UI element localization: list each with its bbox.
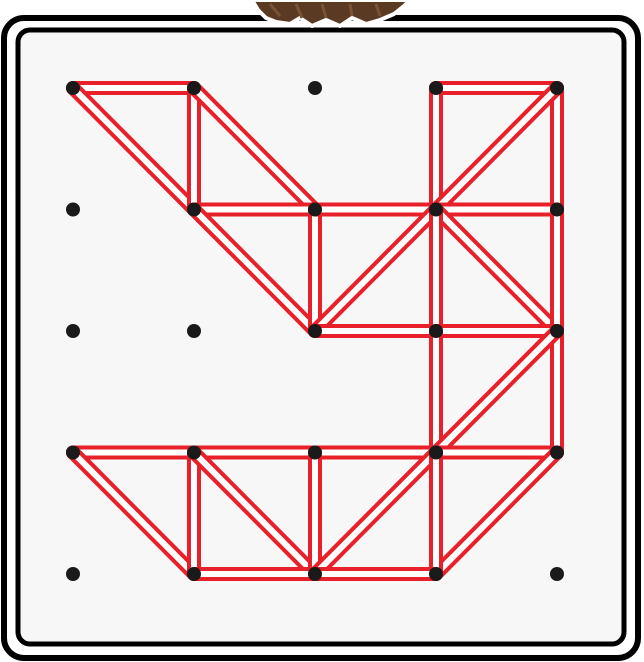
peg[interactable] — [429, 324, 443, 338]
peg[interactable] — [187, 203, 201, 217]
peg[interactable] — [308, 446, 322, 460]
peg[interactable] — [550, 567, 564, 581]
peg[interactable] — [308, 81, 322, 95]
peg[interactable] — [66, 81, 80, 95]
peg[interactable] — [308, 203, 322, 217]
peg[interactable] — [187, 446, 201, 460]
peg[interactable] — [308, 567, 322, 581]
peg[interactable] — [550, 81, 564, 95]
peg[interactable] — [66, 203, 80, 217]
peg[interactable] — [550, 446, 564, 460]
peg[interactable] — [187, 567, 201, 581]
peg[interactable] — [66, 567, 80, 581]
peg[interactable] — [429, 446, 443, 460]
peg[interactable] — [429, 567, 443, 581]
peg[interactable] — [429, 81, 443, 95]
peg[interactable] — [429, 203, 443, 217]
peg[interactable] — [550, 203, 564, 217]
peg[interactable] — [66, 324, 80, 338]
peg[interactable] — [187, 324, 201, 338]
peg[interactable] — [308, 324, 322, 338]
peg[interactable] — [66, 446, 80, 460]
peg[interactable] — [187, 81, 201, 95]
peg[interactable] — [550, 324, 564, 338]
